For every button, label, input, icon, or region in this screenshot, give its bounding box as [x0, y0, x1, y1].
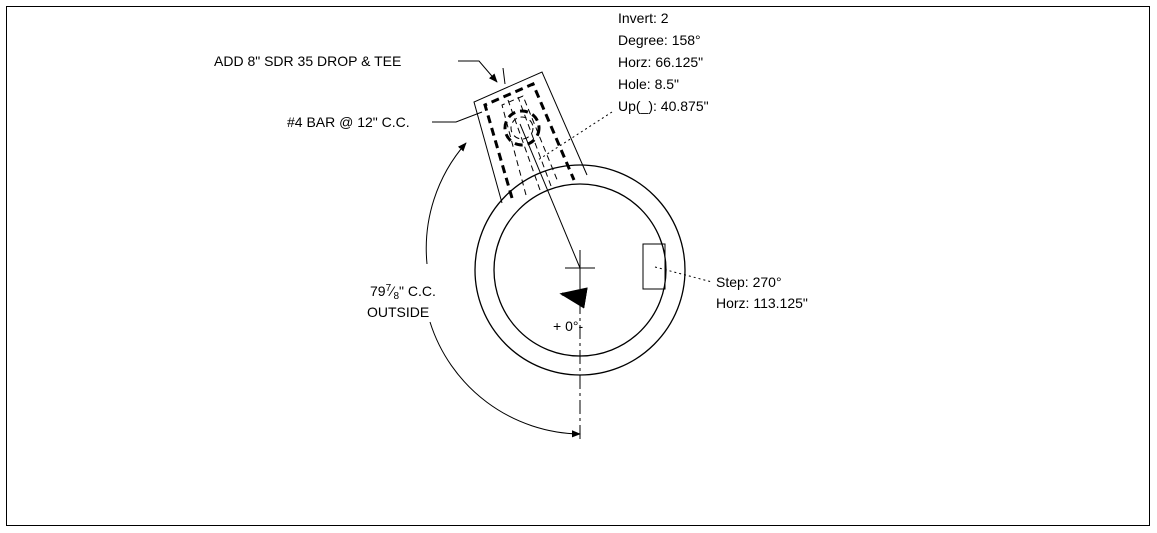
callout-invert: Invert: 2 — [618, 10, 669, 26]
callout-degree: Degree: 158° — [618, 32, 701, 48]
arc-dimension-outside: OUTSIDE — [367, 304, 429, 320]
arc-dimension-lower — [429, 321, 581, 438]
manhole-step — [642, 243, 666, 290]
arc-dimension-value: 797⁄8" C.C. — [370, 283, 436, 302]
zero-degree-label: + 0°- — [553, 318, 583, 334]
callout-up: Up(_): 40.875" — [618, 98, 709, 114]
arc-dimension-suffix: " C.C. — [399, 283, 436, 299]
step-degree: Step: 270° — [716, 274, 782, 290]
rebar-cage — [483, 82, 576, 199]
drop-outer-wall — [473, 71, 588, 204]
drop-hole-circle — [503, 109, 541, 147]
arc-dimension-whole: 79 — [370, 283, 386, 299]
invert-callout: Invert: 2 Degree: 158° Horz: 66.125" Hol… — [618, 10, 709, 114]
pipe-centerline — [519, 123, 581, 269]
drop-tee-label: ADD 8" SDR 35 DROP & TEE — [214, 53, 401, 69]
drop-hole-inner — [510, 116, 534, 140]
arc-dimension-denominator: 8 — [393, 291, 399, 302]
sheet-border — [6, 6, 1150, 526]
drop-pipe-inner-2 — [507, 96, 552, 191]
drop-pipe-inner — [501, 95, 559, 196]
step-horz: Horz: 113.125" — [716, 295, 808, 311]
rebar-leader — [432, 111, 483, 123]
callout-hole: Hole: 8.5" — [618, 76, 679, 92]
drop-tee-leader — [458, 60, 498, 83]
step-leader — [654, 266, 713, 283]
rotation-direction-arrow — [559, 287, 588, 309]
arc-dimension-numerator: 7 — [386, 283, 392, 294]
arc-dimension-upper — [425, 142, 467, 265]
drop-top-tick — [502, 67, 506, 85]
callout-horz: Horz: 66.125" — [618, 54, 703, 70]
rebar-label: #4 BAR @ 12" C.C. — [287, 114, 410, 130]
arc-dimension-slash: ⁄ — [388, 283, 396, 299]
